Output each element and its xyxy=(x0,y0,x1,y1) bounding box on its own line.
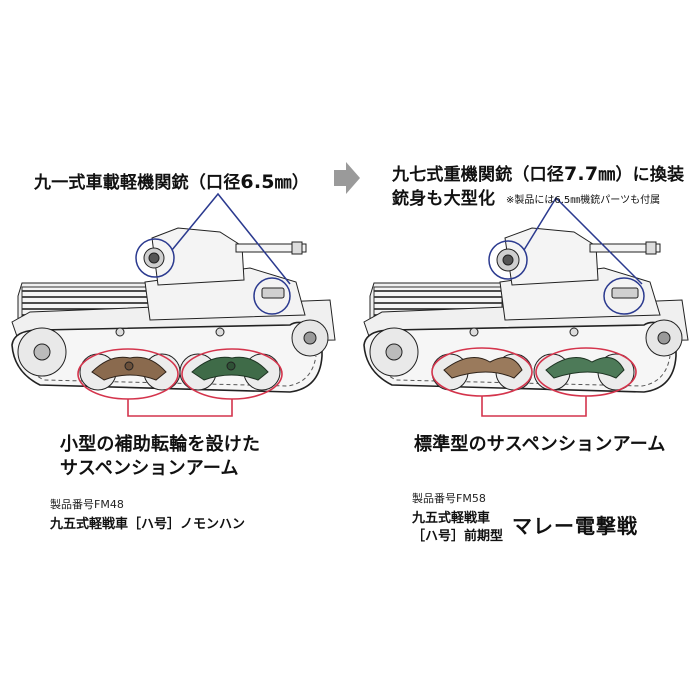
right-gun-highlights xyxy=(488,196,645,315)
right-gun-caption-unit: ㎜）に換装 xyxy=(598,165,685,185)
right-gun-caption-value: 7.7 xyxy=(564,163,599,185)
left-gun-highlights xyxy=(135,192,291,315)
left-gun-caption-value: 6.5 xyxy=(240,171,275,193)
left-gun-caption-main: 九一式車載軽機関銃（口径 xyxy=(34,173,241,193)
right-product-name-line2: ［ハ号］前期型 xyxy=(412,529,504,544)
left-tank xyxy=(11,227,336,393)
right-tank xyxy=(363,227,689,393)
comparison-arrow xyxy=(334,162,360,194)
left-suspension-caption-line1: 小型の補助転輪を設けた xyxy=(60,434,261,455)
left-suspension-caption-line2: サスペンションアーム xyxy=(60,458,239,479)
right-gun-caption-line2: 銃身も大型化 xyxy=(392,189,496,209)
right-product-name-line1: 九五式軽戦車 xyxy=(412,511,491,526)
right-suspension-caption: 標準型のサスペンションアーム xyxy=(414,434,666,455)
left-suspension-highlights xyxy=(77,348,283,417)
left-gun-caption: 九一式車載軽機関銃（口径6.5㎜） xyxy=(34,168,309,193)
left-gun-caption-unit: ㎜） xyxy=(274,173,310,193)
right-product-number: 製品番号FM58 xyxy=(412,492,486,505)
right-gun-caption: 九七式重機関銃（口径7.7㎜）に換装 xyxy=(392,160,684,185)
right-parts-note: ※製品には6.5㎜機銃パーツも付属 xyxy=(506,195,661,206)
left-product-number: 製品番号FM48 xyxy=(50,498,124,511)
right-product-name-big: マレー電撃戦 xyxy=(512,514,638,538)
left-product-name: 九五式軽戦車［ハ号］ノモンハン xyxy=(50,517,246,532)
right-gun-caption-main: 九七式重機関銃（口径 xyxy=(392,165,564,185)
right-suspension-highlights xyxy=(431,347,637,417)
